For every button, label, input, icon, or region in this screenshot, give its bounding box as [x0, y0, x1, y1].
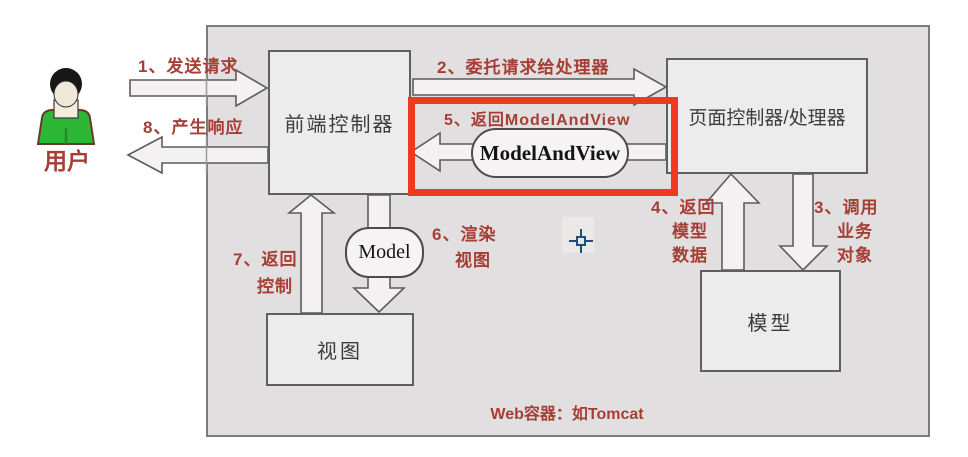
model-box: 模型 — [700, 270, 841, 372]
model-and-view-node: ModelAndView — [471, 128, 629, 178]
step-2-label: 2、委托请求给处理器 — [437, 58, 610, 77]
arrow-8-generate-response — [126, 135, 269, 175]
user-face-shape — [53, 80, 79, 108]
step-7-label: 7、返回 控制 — [233, 246, 297, 300]
arrow-3-call-business-object — [778, 173, 829, 272]
step-8-label: 8、产生响应 — [143, 118, 244, 137]
arrow-1-send-request — [129, 68, 269, 108]
arrow-2-delegate-request — [412, 67, 668, 107]
user-label: 用户 — [44, 148, 90, 174]
user-icon — [36, 68, 96, 145]
arrow-7-return-control — [286, 193, 337, 314]
step-6-label: 6、渲染 视图 — [432, 222, 496, 274]
step-6-line-2: 视图 — [455, 251, 491, 270]
cursor-center-square — [576, 236, 586, 246]
user-torso-shape — [36, 109, 96, 145]
step-3-label: 3、调用 业务 对象 — [814, 196, 878, 268]
view-box: 视图 — [266, 313, 414, 386]
step-7-line-2: 控制 — [257, 277, 293, 296]
step-4-label: 4、返回 模型 数据 — [651, 196, 715, 268]
arrow-4-return-model-data — [704, 172, 761, 271]
step-4-line-2: 模型 — [672, 222, 708, 241]
step-5-label: 5、返回ModelAndView — [444, 112, 631, 129]
step-6-line-1: 6、渲染 — [432, 225, 497, 244]
web-container-note: Web容器：如Tomcat — [490, 406, 644, 423]
step-3-line-1: 3、调用 — [814, 198, 879, 217]
cursor-halo — [562, 217, 594, 253]
red-highlight-rectangle — [408, 97, 678, 196]
step-7-line-1: 7、返回 — [233, 250, 298, 269]
step-4-line-1: 4、返回 — [651, 198, 716, 217]
crosshair-cursor-icon — [562, 217, 594, 253]
step-1-label: 1、发送请求 — [138, 57, 239, 76]
step-3-line-2: 业务 — [837, 222, 873, 241]
step-3-line-3: 对象 — [837, 246, 873, 265]
page-controller-box: 页面控制器/处理器 — [666, 58, 868, 174]
step-4-line-3: 数据 — [672, 246, 708, 265]
front-controller-box: 前端控制器 — [268, 50, 411, 195]
model-node: Model — [345, 227, 424, 278]
